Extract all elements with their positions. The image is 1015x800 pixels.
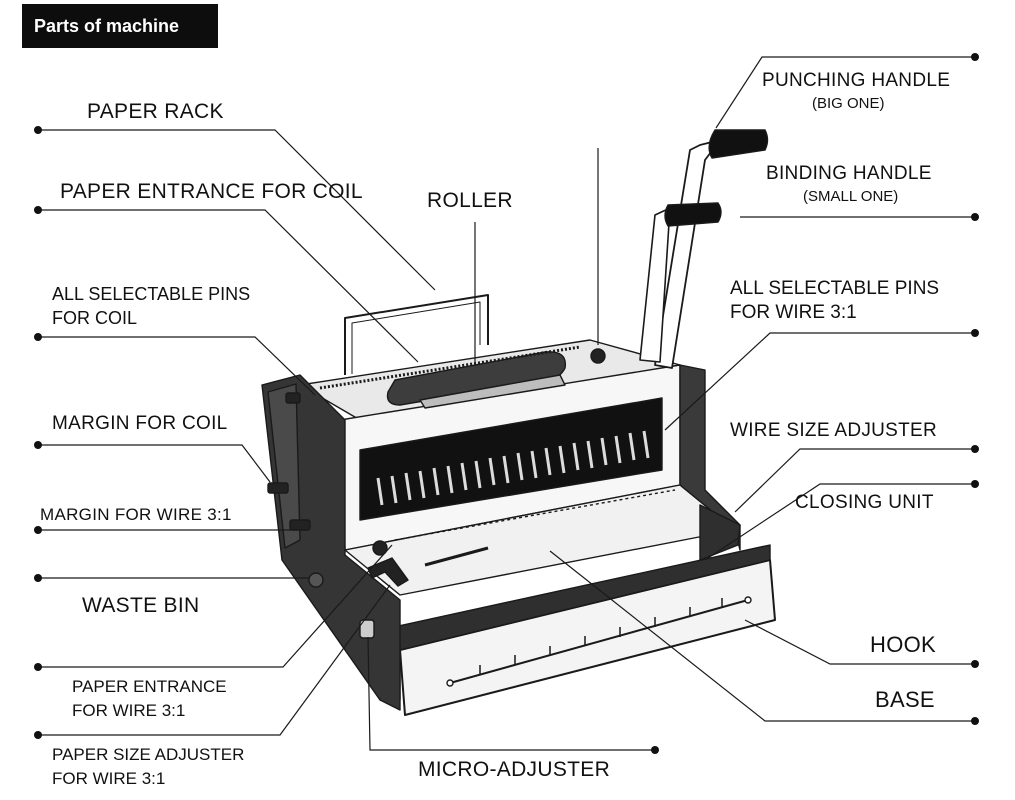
label-punching-handle-sub: (BIG ONE) [812,95,885,112]
label-margin-wire: MARGIN FOR WIRE 3:1 [40,505,232,524]
label-micro-adjuster: MICRO-ADJUSTER [418,758,611,781]
label-pins-wire-line1: ALL SELECTABLE PINS [730,278,940,299]
label-wire-size-adjuster: WIRE SIZE ADJUSTER [730,420,938,441]
pin-window [359,397,663,521]
header-title: Parts of machine [34,15,180,36]
paper-rack [344,294,489,375]
label-margin-coil: MARGIN FOR COIL [52,413,228,434]
label-paper-entrance-coil: PAPER ENTRANCE FOR COIL [60,180,363,203]
label-hook: HOOK [870,632,936,657]
label-paper-size-line1: PAPER SIZE ADJUSTER [52,745,245,764]
label-paper-size-adjuster: PAPER SIZE ADJUSTER FOR WIRE 3:1 [52,743,244,791]
label-roller: ROLLER [427,189,513,212]
label-punching-handle: PUNCHING HANDLE [762,70,951,91]
label-paper-entrance-wire-line2: FOR WIRE 3:1 [72,701,186,720]
label-waste-bin: WASTE BIN [82,594,200,617]
label-paper-entrance-wire: PAPER ENTRANCE FOR WIRE 3:1 [72,675,227,723]
label-paper-entrance-wire-line1: PAPER ENTRANCE [72,677,227,696]
label-pins-wire-line2: FOR WIRE 3:1 [730,302,857,323]
label-paper-size-line2: FOR WIRE 3:1 [52,769,166,788]
label-pins-wire: ALL SELECTABLE PINS FOR WIRE 3:1 [730,277,939,325]
label-pins-coil-line1: ALL SELECTABLE PINS [52,284,251,304]
label-closing-unit: CLOSING UNIT [795,492,934,513]
label-base: BASE [875,687,935,712]
label-pins-coil-line2: FOR COIL [52,308,138,328]
label-pins-coil: ALL SELECTABLE PINS FOR COIL [52,282,250,330]
header-box: Parts of machine [22,4,218,48]
label-paper-rack: PAPER RACK [87,100,224,123]
label-binding-handle-sub: (SMALL ONE) [803,188,899,205]
label-binding-handle: BINDING HANDLE [766,163,932,184]
